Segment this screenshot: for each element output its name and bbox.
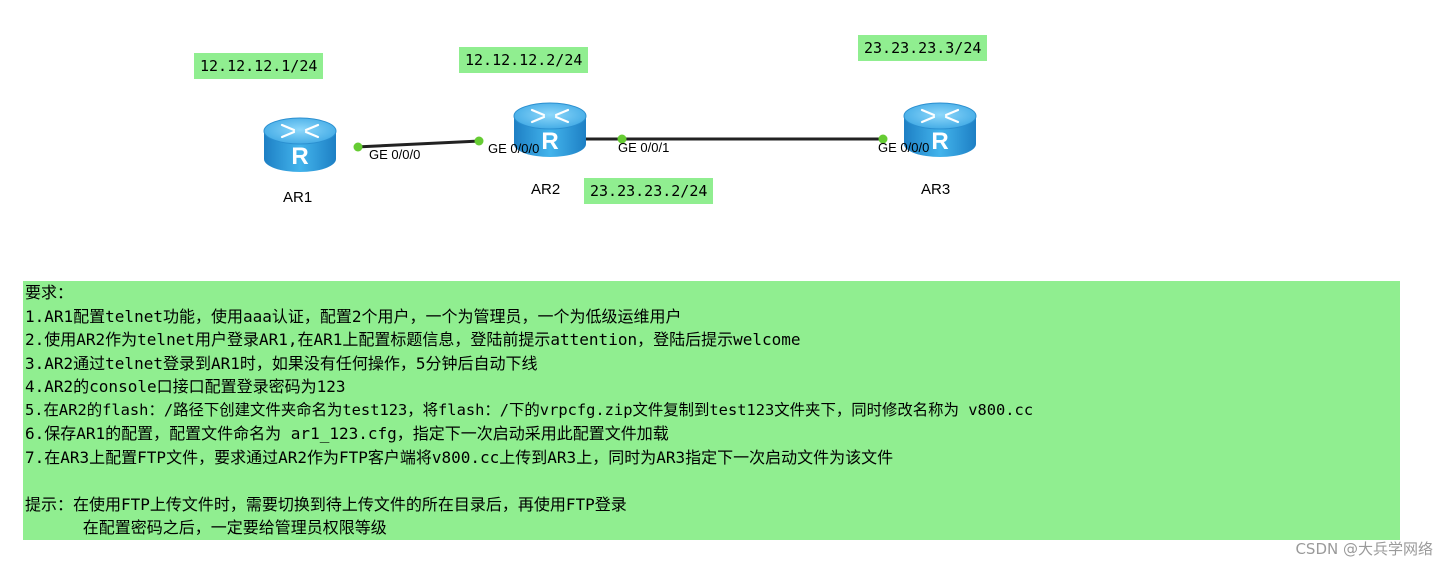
port-dot-ar1-ge000 bbox=[353, 142, 363, 152]
requirement-item-7: 7.在AR3上配置FTP文件，要求通过AR2作为FTP客户端将v800.cc上传… bbox=[25, 447, 894, 467]
requirement-item-2: 2.使用AR2作为telnet用户登录AR1,在AR1上配置标题信息，登陆前提示… bbox=[25, 330, 801, 349]
requirement-item-5: 5.在AR2的flash：/路径下创建文件夹命名为test123，将flash：… bbox=[25, 400, 1034, 419]
router-ar1-name: AR1 bbox=[283, 189, 313, 206]
requirements-heading: 要求： bbox=[25, 283, 74, 302]
network-topology: R bbox=[262, 101, 978, 174]
ip-label-ar2-ge001: 23.23.23.2/24 bbox=[584, 178, 714, 204]
port-label-ar1-ge000: GE 0/0/0 bbox=[369, 147, 421, 162]
requirement-item-3: 3.AR2通过telnet登录到AR1时，如果没有任何操作，5分钟后自动下线 bbox=[25, 353, 538, 373]
port-dot-ar3-ge000 bbox=[878, 134, 888, 144]
router-ar2-name: AR2 bbox=[531, 181, 561, 198]
port-dot-ar2-ge001 bbox=[617, 134, 627, 144]
port-label-ar2-ge001: GE 0/0/1 bbox=[618, 140, 670, 155]
csdn-watermark: CSDN @大兵学网络 bbox=[1295, 540, 1433, 558]
ip-label-ar2-ge000: 12.12.12.2/24 bbox=[459, 47, 589, 73]
router-ar1-icon[interactable] bbox=[262, 116, 338, 174]
requirement-item-6: 6.保存AR1的配置，配置文件命名为 ar1_123.cfg，指定下一次启动采用… bbox=[25, 424, 669, 443]
requirement-item-4: 4.AR2的console口接口配置登录密码为123 bbox=[25, 377, 346, 396]
port-label-ar3-ge000: GE 0/0/0 bbox=[878, 140, 930, 155]
requirement-item-1: 1.AR1配置telnet功能，使用aaa认证，配置2个用户，一个为管理员，一个… bbox=[25, 306, 682, 326]
router-ar3-name: AR3 bbox=[921, 181, 951, 198]
hint-line-2: 在配置密码之后，一定要给管理员权限等级 bbox=[25, 518, 387, 537]
port-label-ar2-ge000: GE 0/0/0 bbox=[488, 141, 540, 156]
requirements-spacer bbox=[25, 469, 1400, 493]
link-ar1-ar2 bbox=[355, 139, 481, 149]
ip-label-ar1-ge000: 12.12.12.1/24 bbox=[194, 53, 324, 79]
ip-label-ar3-ge000: 23.23.23.3/24 bbox=[858, 35, 988, 61]
port-dot-ar2-ge000 bbox=[474, 136, 484, 146]
hint-line-1: 提示：在使用FTP上传文件时，需要切换到待上传文件的所在目录后，再使用FTP登录 bbox=[25, 494, 627, 514]
requirements-panel: 要求： 1.AR1配置telnet功能，使用aaa认证，配置2个用户，一个为管理… bbox=[23, 281, 1400, 540]
